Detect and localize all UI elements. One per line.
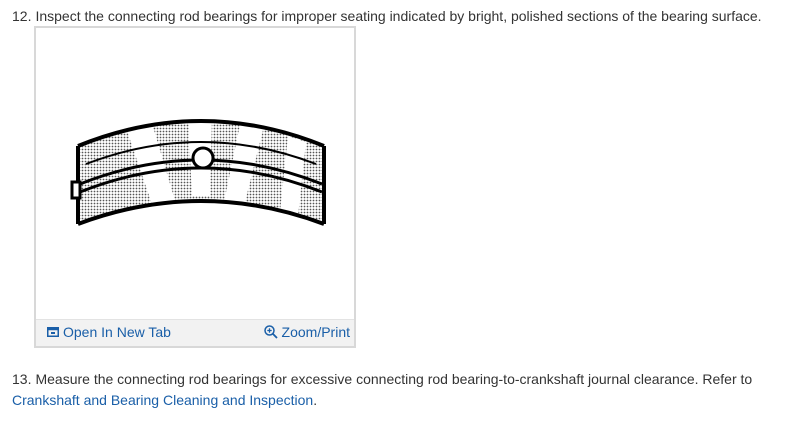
- step-text: Inspect the connecting rod bearings for …: [35, 8, 762, 24]
- step-12: 12.Inspect the connecting rod bearings f…: [12, 6, 792, 27]
- figure-frame: Open In New Tab Zoom/Print: [34, 26, 356, 348]
- step-trailing: .: [313, 392, 318, 408]
- step-13: 13.Measure the connecting rod bearings f…: [12, 369, 782, 411]
- step-number: 13.: [12, 371, 32, 387]
- open-in-new-tab-button[interactable]: Open In New Tab: [47, 324, 171, 340]
- step-number: 12.: [12, 8, 32, 24]
- figure-toolbar: Open In New Tab Zoom/Print: [36, 319, 354, 346]
- crankshaft-bearing-inspection-link[interactable]: Crankshaft and Bearing Cleaning and Insp…: [12, 392, 314, 408]
- open-in-new-tab-label: Open In New Tab: [63, 324, 171, 340]
- step-text: Measure the connecting rod bearings for …: [35, 371, 753, 387]
- magnifier-plus-icon: [263, 325, 278, 339]
- open-in-new-tab-icon: [47, 327, 59, 337]
- bearing-illustration: [70, 116, 326, 226]
- zoom-print-label: Zoom/Print: [281, 324, 350, 340]
- zoom-print-button[interactable]: Zoom/Print: [263, 324, 350, 340]
